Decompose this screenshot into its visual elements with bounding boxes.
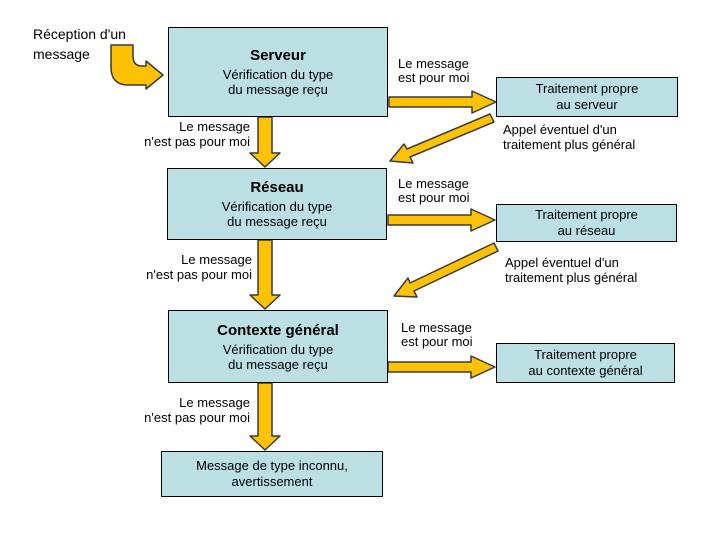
arrow-appel-reseau [393, 242, 499, 298]
node-message-inconnu-label: Message de type inconnu, avertissement [196, 458, 348, 489]
node-serveur-body: Vérification du type du message reçu [222, 67, 334, 97]
edge-label-pour-moi-reseau: Le message est pour moi [398, 176, 470, 205]
node-traitement-serveur-label: Traitement propre au serveur [535, 81, 639, 112]
arrow-serveur-to-traitement [388, 90, 497, 114]
edge-label-appel-reseau: Appel éventuel d'un traitement plus géné… [505, 255, 638, 285]
node-message-inconnu: Message de type inconnu, avertissement [161, 451, 383, 497]
arrow-reseau-to-traitement [387, 208, 496, 232]
node-contexte-general-title: Contexte général [217, 321, 339, 339]
edge-label-pas-pour-moi-contexte: Le message n'est pas pour moi [144, 395, 250, 425]
node-traitement-contexte: Traitement propre au contexte général [496, 343, 675, 383]
node-traitement-reseau-label: Traitement propre au réseau [535, 207, 638, 238]
edge-label-pas-pour-moi-reseau: Le message n'est pas pour moi [146, 252, 252, 282]
node-reseau: Réseau Vérification du type du message r… [167, 168, 387, 240]
arrow-serveur-to-reseau [249, 116, 281, 168]
arrow-contexte-to-inconnu [249, 382, 281, 451]
arrow-contexte-to-traitement [387, 355, 496, 379]
edge-label-pour-moi-serveur: Le message est pour moi [398, 56, 470, 85]
node-reseau-title: Réseau [250, 179, 304, 196]
node-traitement-contexte-label: Traitement propre au contexte général [528, 347, 643, 378]
node-serveur: Serveur Vérification du type du message … [168, 27, 388, 117]
reception-label: Réception d'un message [33, 26, 126, 62]
node-contexte-general: Contexte général Vérification du type du… [168, 310, 388, 383]
edge-label-pour-moi-contexte: Le message est pour moi [401, 320, 473, 349]
node-reseau-body: Vérification du type du message reçu [221, 199, 333, 229]
reception-arrow [110, 44, 164, 90]
node-traitement-reseau: Traitement propre au réseau [496, 204, 677, 242]
node-contexte-general-body: Vérification du type du message reçu [222, 341, 334, 372]
edge-label-appel-serveur: Appel éventuel d'un traitement plus géné… [503, 122, 636, 152]
arrow-reseau-to-contexte [249, 239, 281, 310]
node-serveur-title: Serveur [250, 47, 306, 64]
arrow-appel-serveur [389, 113, 495, 164]
node-traitement-serveur: Traitement propre au serveur [496, 77, 678, 117]
edge-label-pas-pour-moi-serveur: Le message n'est pas pour moi [144, 119, 250, 149]
